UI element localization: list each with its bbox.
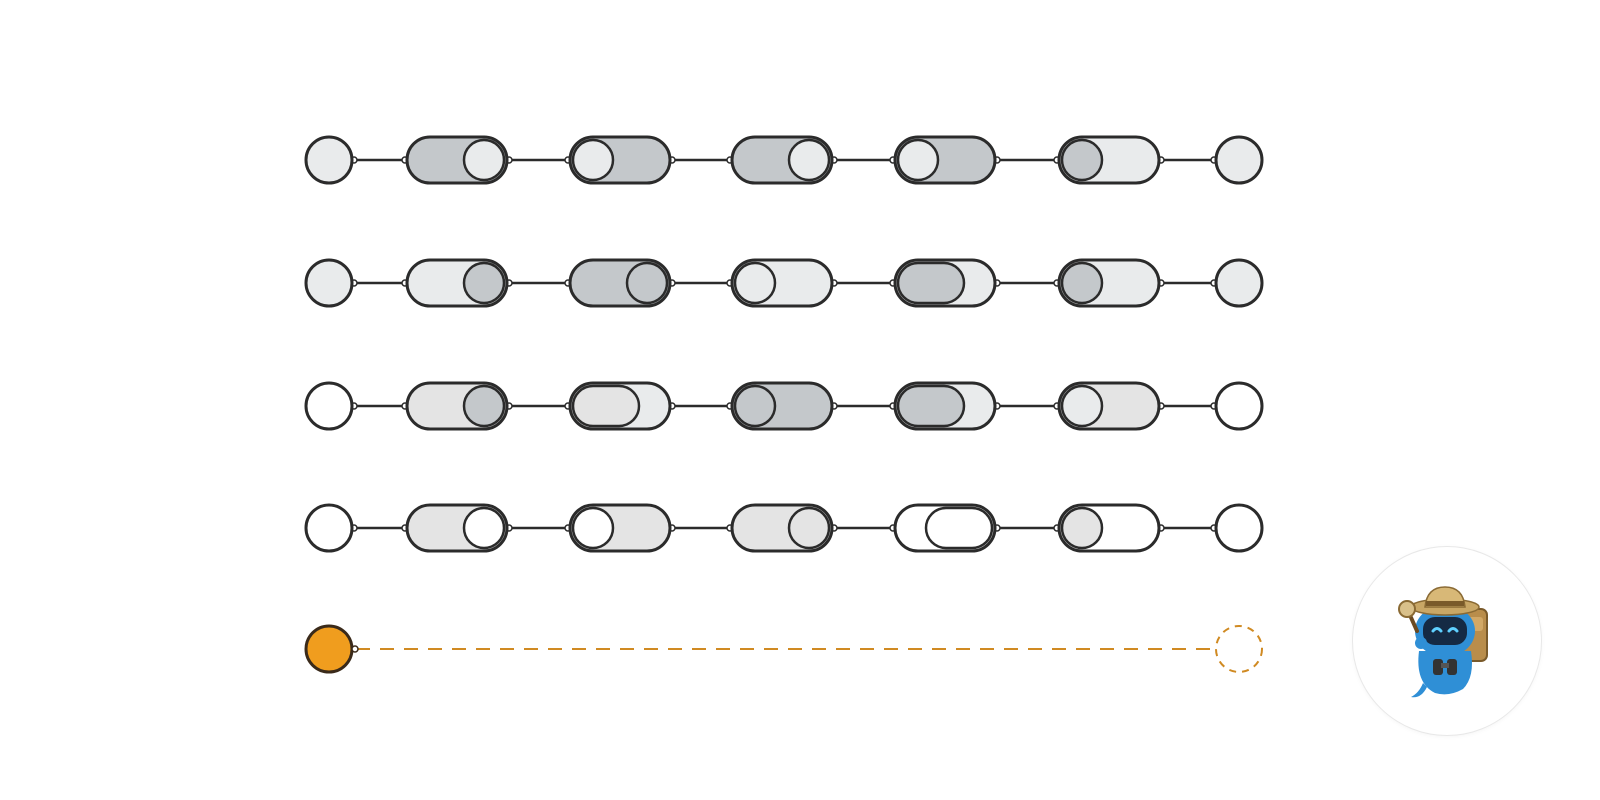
toggle-pill [1057, 258, 1161, 308]
toggle-knob [924, 506, 994, 550]
end-node [1214, 258, 1264, 308]
toggle-knob [571, 384, 641, 428]
toggle-knob [462, 506, 506, 550]
toggle-pill [1057, 381, 1161, 431]
toggle-pill [893, 135, 997, 185]
explorer-robot-icon [1398, 586, 1488, 698]
end-node [1214, 381, 1264, 431]
toggle-row [304, 258, 1264, 308]
toggle-pill [893, 258, 997, 308]
toggle-knob [787, 138, 831, 182]
start-node [304, 381, 354, 431]
toggle-pill [730, 135, 834, 185]
toggle-knob [1060, 261, 1104, 305]
toggle-knob [896, 261, 966, 305]
start-node [304, 258, 354, 308]
toggle-pill [1057, 503, 1161, 553]
toggle-row [304, 135, 1264, 185]
toggle-knob [733, 261, 777, 305]
toggle-rows [304, 135, 1264, 553]
toggle-pill [730, 258, 834, 308]
active-path-row [304, 624, 1263, 674]
toggle-knob [571, 506, 615, 550]
toggle-pill [568, 258, 672, 308]
toggle-pill [730, 381, 834, 431]
start-node [304, 503, 354, 553]
toggle-knob [1060, 506, 1104, 550]
toggle-pill [893, 381, 997, 431]
connector-joint [351, 645, 359, 653]
toggle-knob [462, 138, 506, 182]
mascot-badge[interactable] [1352, 546, 1542, 736]
toggle-pill [730, 503, 834, 553]
toggle-row [304, 503, 1264, 553]
toggle-pill [568, 503, 672, 553]
toggle-knob [1060, 138, 1104, 182]
toggle-pill [568, 381, 672, 431]
pending-end-node [1215, 625, 1263, 673]
end-node [1214, 135, 1264, 185]
toggle-pill [1057, 135, 1161, 185]
toggle-row [304, 381, 1264, 431]
toggle-pill [893, 503, 997, 553]
toggle-pill [405, 135, 509, 185]
toggle-knob [896, 138, 940, 182]
toggle-pill [405, 381, 509, 431]
toggle-pill [405, 258, 509, 308]
start-node [304, 135, 354, 185]
toggle-knob [733, 384, 777, 428]
toggle-knob [787, 506, 831, 550]
toggle-knob [896, 384, 966, 428]
toggle-knob [1060, 384, 1104, 428]
toggle-knob [571, 138, 615, 182]
toggle-pill [405, 503, 509, 553]
end-node [1214, 503, 1264, 553]
toggle-knob [625, 261, 669, 305]
toggle-knob [462, 261, 506, 305]
active-start-node [304, 624, 354, 674]
toggle-knob [462, 384, 506, 428]
toggle-pill [568, 135, 672, 185]
